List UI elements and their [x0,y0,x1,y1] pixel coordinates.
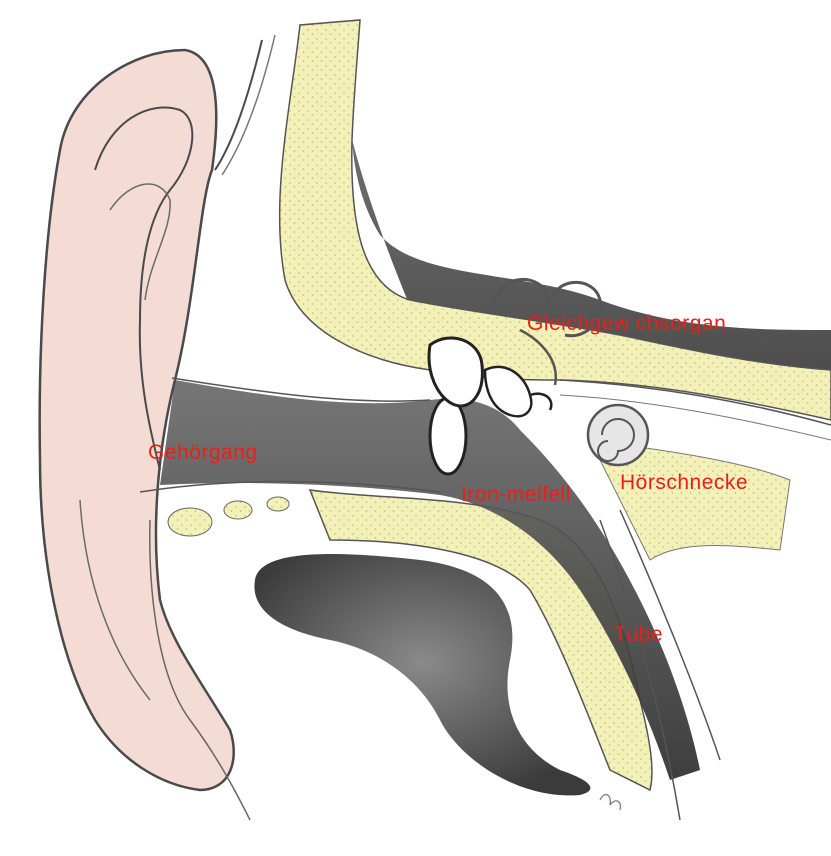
hammer [429,338,482,406]
label-tube: Tube [614,624,663,645]
cochlea-outer [588,405,648,465]
artist-signature [600,795,620,810]
temporal-bone [280,20,831,420]
label-hoerschnecke: Hörschnecke [620,472,748,493]
label-gehoergang: Gehörgang [148,442,258,463]
skin-contour-upper-2 [222,35,275,175]
label-trommelfell: Iron-melfell [461,484,571,505]
stirrup [530,394,551,410]
eardrum [430,398,466,474]
label-gleichgewichtsorgan: Gleichgew chsorgan [527,313,726,334]
